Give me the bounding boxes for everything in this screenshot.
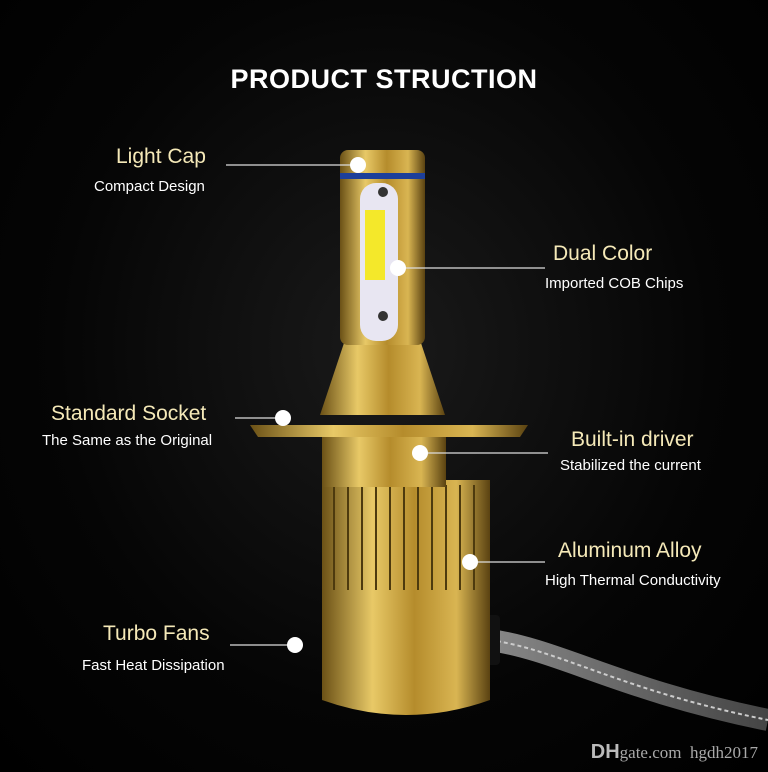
callout-aluminum-alloy-sub: High Thermal Conductivity (545, 572, 721, 589)
page-title: PRODUCT STRUCTION (230, 64, 538, 94)
callout-dual-color: Dual Color (553, 242, 653, 265)
yellow-chip (365, 210, 385, 280)
callout-standard-socket-sub: The Same as the Original (42, 432, 213, 449)
callout-turbo-fans-sub: Fast Heat Dissipation (82, 657, 225, 674)
blue-band (340, 173, 425, 179)
callout-light-cap-sub: Compact Design (94, 178, 205, 195)
callout-built-in-driver: Built-in driver (571, 428, 694, 451)
callout-built-in-driver-sub: Stabilized the current (560, 457, 701, 474)
callout-aluminum-alloy: Aluminum Alloy (558, 539, 702, 562)
heatsink (322, 480, 490, 592)
callout-dual-color-sub: Imported COB Chips (545, 275, 684, 292)
callout-turbo-fans: Turbo Fans (103, 622, 210, 645)
callout-light-cap: Light Cap (116, 145, 206, 168)
watermark: DHgate.com hgdh2017 (590, 741, 758, 763)
socket-flange (250, 425, 528, 437)
turbo-fan-housing (322, 590, 490, 715)
callout-standard-socket: Standard Socket (51, 402, 207, 425)
